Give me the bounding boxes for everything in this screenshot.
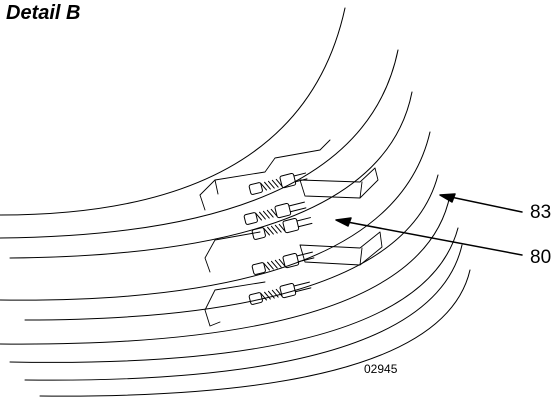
arrowhead-80: [335, 217, 352, 227]
flanges: [199, 139, 383, 327]
ring-arcs: [0, 7, 471, 397]
flange-upper: [199, 139, 331, 196]
detail-title: Detail B: [6, 2, 81, 24]
arc-1: [0, 7, 346, 216]
arc-9: [39, 269, 471, 397]
arc-2: [0, 49, 399, 239]
figure-id: 02945: [364, 362, 398, 376]
callout-label-80: 80: [530, 247, 552, 268]
flange-mid: [299, 167, 379, 199]
leader-83: [445, 195, 523, 213]
flange-lower: [299, 231, 383, 266]
leaders: [335, 193, 523, 256]
arrowhead-83: [439, 193, 456, 203]
arc-8: [24, 244, 463, 381]
leader-80: [341, 220, 523, 256]
arc-6: [0, 194, 451, 345]
arc-7: [9, 227, 459, 363]
flange-upper-b: [199, 179, 219, 211]
connector-1: [248, 172, 308, 195]
callout-label-83: 83: [530, 202, 552, 223]
connector-4: [251, 251, 315, 275]
arc-4: [0, 131, 431, 301]
flange-left-1: [204, 231, 261, 273]
connector-3: [251, 217, 313, 240]
arc-3: [9, 91, 413, 259]
connector-5: [248, 281, 312, 305]
arc-5: [24, 174, 439, 321]
connector-2: [243, 201, 307, 225]
flange-left-2: [204, 281, 266, 327]
connectors: [243, 172, 315, 305]
